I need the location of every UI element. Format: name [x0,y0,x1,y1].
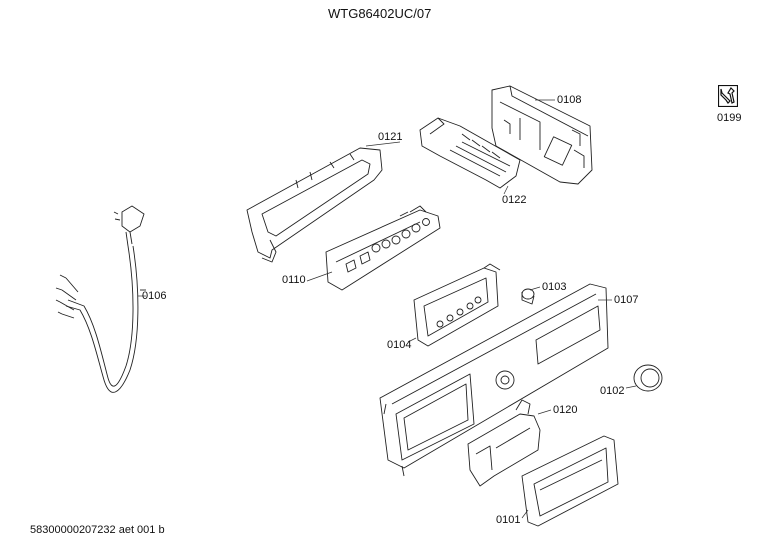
doc-code: 58300000207232 aet 001 b [30,524,165,536]
part-0122-label: 0122 [502,194,527,206]
pcb-0110-drawing [325,205,441,291]
diagram-title: WTG86402UC/07 [328,6,432,21]
bracket-0104-drawing [413,263,501,347]
holder-0122-drawing [419,117,521,189]
part-0104-label: 0104 [387,339,412,351]
part-0108-label: 0108 [557,94,582,106]
power-cord-drawing [55,205,146,393]
part-0106-label: 0106 [142,290,167,302]
drawer-0101-drawing [521,435,619,527]
panel-0107-drawing [379,283,609,477]
wrench-screwdriver-icon[interactable] [717,84,739,108]
part-0107-label: 0107 [614,294,639,306]
part-0103-label: 0103 [542,281,567,293]
part-0102-label: 0102 [600,385,625,397]
part-0110-label: 0110 [282,274,306,286]
knob-0103-drawing [521,288,535,305]
ring-0102-drawing [633,364,663,392]
service-icon-label: 0199 [717,112,742,124]
part-0121-label: 0121 [378,131,403,143]
holder-0120-drawing [467,399,541,487]
frame-0121-drawing [246,147,383,263]
part-0120-label: 0120 [553,404,578,416]
part-0101-label: 0101 [496,514,521,526]
module-0108-drawing [491,85,593,185]
